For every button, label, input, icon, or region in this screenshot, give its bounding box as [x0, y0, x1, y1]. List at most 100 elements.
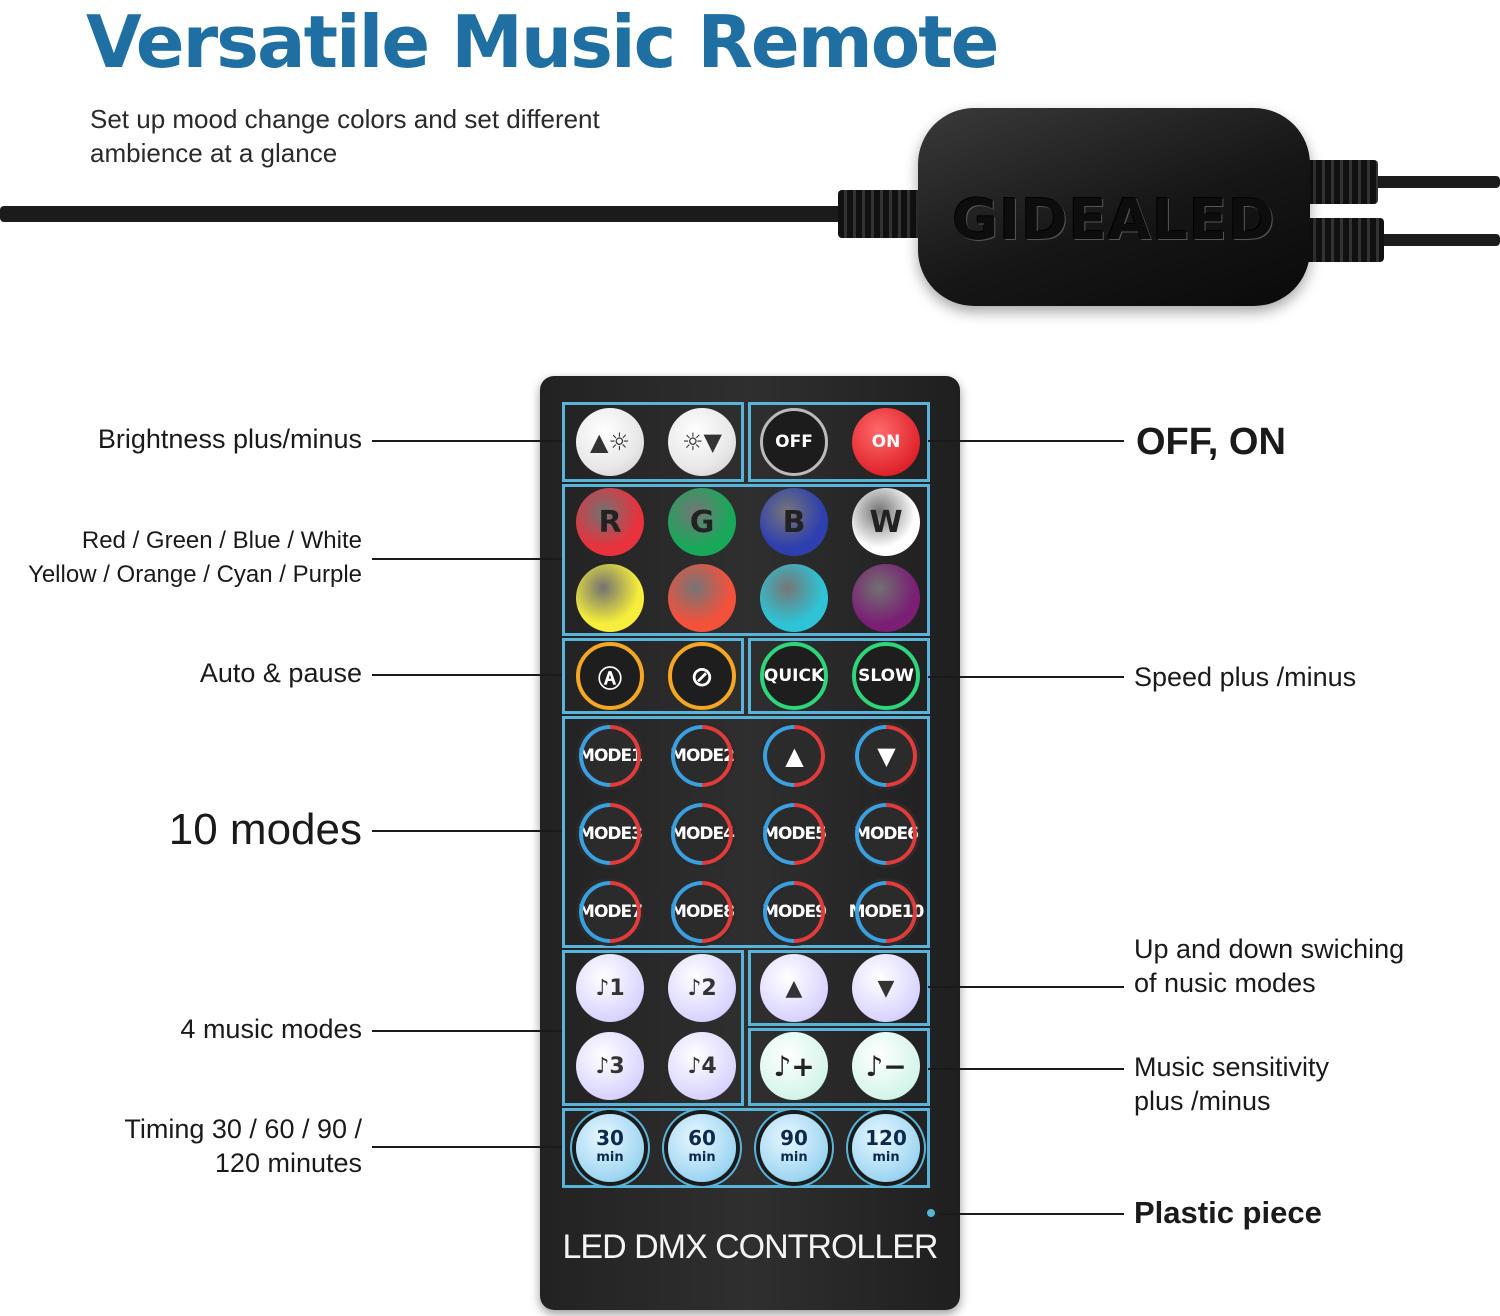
- callout-colors-line2: Yellow / Orange / Cyan / Purple: [28, 561, 362, 588]
- cable-grip: [1298, 218, 1384, 262]
- cable: [1370, 176, 1500, 188]
- mode-button[interactable]: MODE9: [750, 868, 838, 956]
- timer-value: 90: [780, 1126, 808, 1150]
- callout-plastic: Plastic piece: [1134, 1195, 1322, 1230]
- timer-unit: min: [596, 1150, 624, 1165]
- music-mode-button[interactable]: ♪4: [668, 1032, 736, 1100]
- remote-label: LED DMX CONTROLLER: [562, 1228, 939, 1266]
- callout-updown-line1: Up and down swiching: [1134, 934, 1405, 964]
- callout-timing-line1: Timing 30 / 60 / 90 /: [124, 1114, 362, 1144]
- mode-button[interactable]: MODE4: [658, 790, 746, 878]
- callout-music-modes: 4 music modes: [180, 1014, 362, 1044]
- music-mode-button[interactable]: ♪3: [576, 1032, 644, 1100]
- callout-off-on: OFF, ON: [1136, 421, 1286, 463]
- mode-button[interactable]: MODE10: [842, 868, 930, 956]
- timer-unit: min: [688, 1150, 716, 1165]
- pause-button[interactable]: ⊘: [668, 642, 736, 710]
- brightness-down-button[interactable]: ☼▼: [668, 408, 736, 476]
- pause-icon: ⊘: [690, 659, 714, 693]
- slow-label: SLOW: [858, 666, 914, 686]
- on-button[interactable]: ON: [852, 408, 920, 476]
- callout-line: [928, 986, 1124, 988]
- mode-button[interactable]: MODE3: [566, 790, 654, 878]
- color-button[interactable]: [668, 564, 736, 632]
- cable-grip: [838, 190, 926, 238]
- color-button[interactable]: [760, 564, 828, 632]
- cable-grip: [1298, 160, 1378, 204]
- callout-line: [928, 440, 1124, 442]
- mode-button-label: MODE10: [848, 902, 925, 922]
- color-button[interactable]: [576, 564, 644, 632]
- mode-up-button[interactable]: ▲: [750, 712, 838, 800]
- mode-button-label: MODE1: [578, 746, 643, 766]
- callout-auto-pause: Auto & pause: [199, 658, 362, 688]
- music-mode-down-button[interactable]: ▼: [852, 954, 920, 1022]
- color-button-label: B: [782, 504, 806, 540]
- cable: [1380, 234, 1500, 246]
- callout-modes: 10 modes: [168, 805, 362, 854]
- sensitivity-minus-button[interactable]: ♪−: [852, 1032, 920, 1100]
- frame-auto: [562, 638, 744, 714]
- mode-button[interactable]: MODE5: [750, 790, 838, 878]
- music-down-icon: ▼: [877, 975, 895, 1001]
- color-button[interactable]: B: [760, 488, 828, 556]
- callout-line: [372, 440, 562, 442]
- callout-line: [372, 674, 562, 676]
- plastic-piece-dot: [927, 1209, 935, 1217]
- callout-timing-line2: 120 minutes: [214, 1148, 362, 1178]
- music-mode-up-button[interactable]: ▲: [760, 954, 828, 1022]
- slow-button[interactable]: SLOW: [852, 642, 920, 710]
- controller-logo: GIDEALED: [952, 188, 1276, 253]
- triangle-down-icon: ▼: [877, 742, 895, 770]
- color-button[interactable]: G: [668, 488, 736, 556]
- mode-button-label: MODE2: [670, 746, 735, 766]
- timer-unit: min: [872, 1150, 900, 1165]
- callout-line: [938, 1213, 1124, 1215]
- callout-line: [928, 676, 1124, 678]
- sensitivity-minus-icon: ♪−: [865, 1049, 907, 1083]
- callout-sensitivity-line1: Music sensitivity: [1134, 1052, 1330, 1082]
- music-mode-button[interactable]: ♪1: [576, 954, 644, 1022]
- off-button[interactable]: OFF: [760, 408, 828, 476]
- callout-line: [372, 558, 562, 560]
- cable: [0, 206, 850, 222]
- mode-button-label: MODE3: [578, 824, 643, 844]
- triangle-up-icon: ▲: [785, 742, 803, 770]
- mode-button[interactable]: MODE8: [658, 868, 746, 956]
- color-button[interactable]: R: [576, 488, 644, 556]
- page-subtitle: Set up mood change colors and set differ…: [90, 104, 600, 168]
- quick-button[interactable]: QUICK: [760, 642, 828, 710]
- mode-button[interactable]: MODE6: [842, 790, 930, 878]
- timer-unit: min: [780, 1150, 808, 1165]
- auto-button[interactable]: Ⓐ: [576, 642, 644, 710]
- music-mode-button[interactable]: ♪2: [668, 954, 736, 1022]
- color-button-label: R: [598, 504, 622, 540]
- color-button[interactable]: W: [852, 488, 920, 556]
- timer-value: 60: [688, 1126, 716, 1150]
- mode-button-label: MODE9: [762, 902, 827, 922]
- mode-button-label: MODE5: [762, 824, 827, 844]
- callout-speed: Speed plus /minus: [1134, 662, 1357, 692]
- auto-icon: Ⓐ: [598, 664, 622, 693]
- frame-music: [562, 950, 744, 1106]
- off-button-label: OFF: [775, 432, 813, 452]
- frame-timers: [562, 1108, 930, 1188]
- sensitivity-plus-button[interactable]: ♪+: [760, 1032, 828, 1100]
- mode-down-button[interactable]: ▼: [842, 712, 930, 800]
- mode-button[interactable]: MODE7: [566, 868, 654, 956]
- mode-button[interactable]: MODE1: [566, 712, 654, 800]
- brightness-up-icon: ▲☼: [590, 428, 630, 456]
- frame-modes: [562, 716, 930, 948]
- sensitivity-plus-icon: ♪+: [773, 1049, 815, 1083]
- brightness-up-button[interactable]: ▲☼: [576, 408, 644, 476]
- mode-button-label: MODE7: [578, 902, 643, 922]
- color-button[interactable]: [852, 564, 920, 632]
- color-button-label: G: [689, 504, 715, 540]
- mode-button[interactable]: MODE2: [658, 712, 746, 800]
